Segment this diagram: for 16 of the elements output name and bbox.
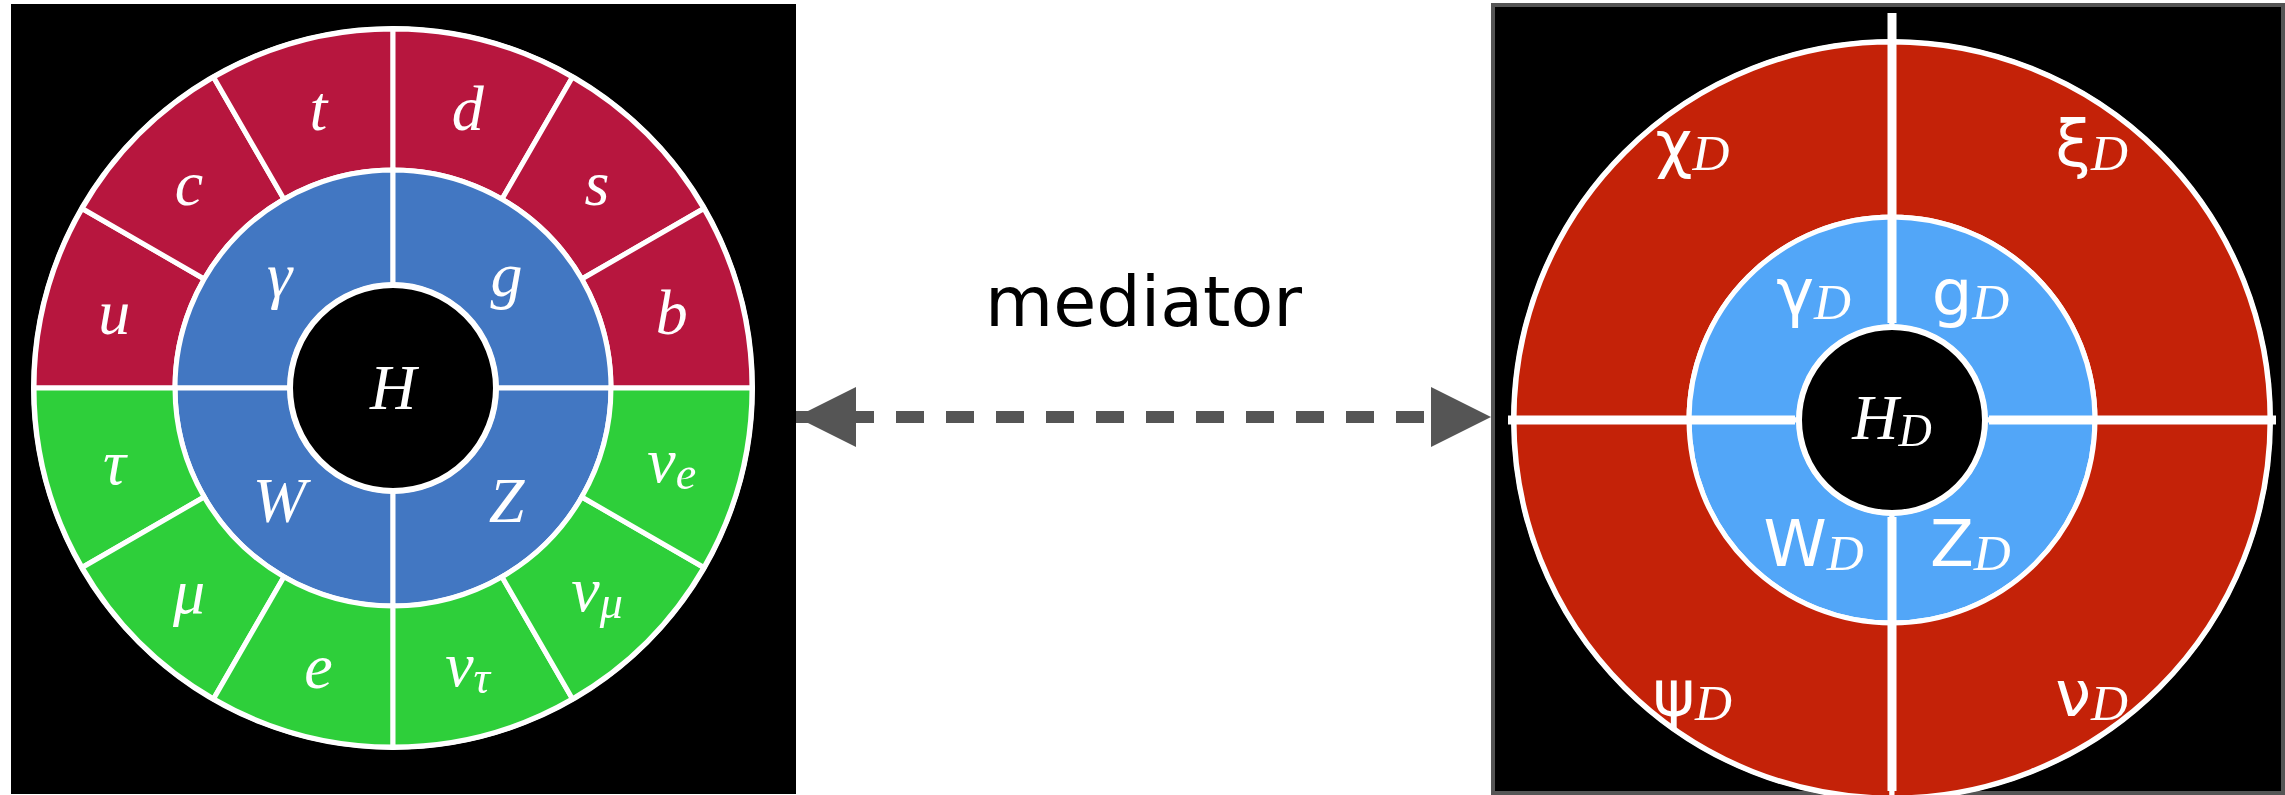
double-arrow <box>796 387 1491 447</box>
particle-symbol: ν$_{τ}$ <box>445 632 491 701</box>
particle-symbol: c <box>174 152 204 216</box>
particle-symbol: e <box>304 634 333 699</box>
particle-symbol: τ <box>102 430 126 495</box>
particle-symbol: b <box>655 281 688 346</box>
particle-symbol: t <box>309 77 328 142</box>
particle-symbol: ν$_{e}$ <box>647 428 697 497</box>
particle-symbol: d <box>451 77 484 142</box>
particle-symbol: H$_{D}$ <box>1852 386 1932 454</box>
particle-symbol: H <box>369 356 417 420</box>
particle-symbol: Z <box>488 469 525 534</box>
particle-symbol: u <box>98 281 131 346</box>
panel-background <box>11 4 796 794</box>
particle-symbol: s <box>584 152 610 216</box>
particle-symbol: ν$_{μ}$ <box>571 558 623 626</box>
